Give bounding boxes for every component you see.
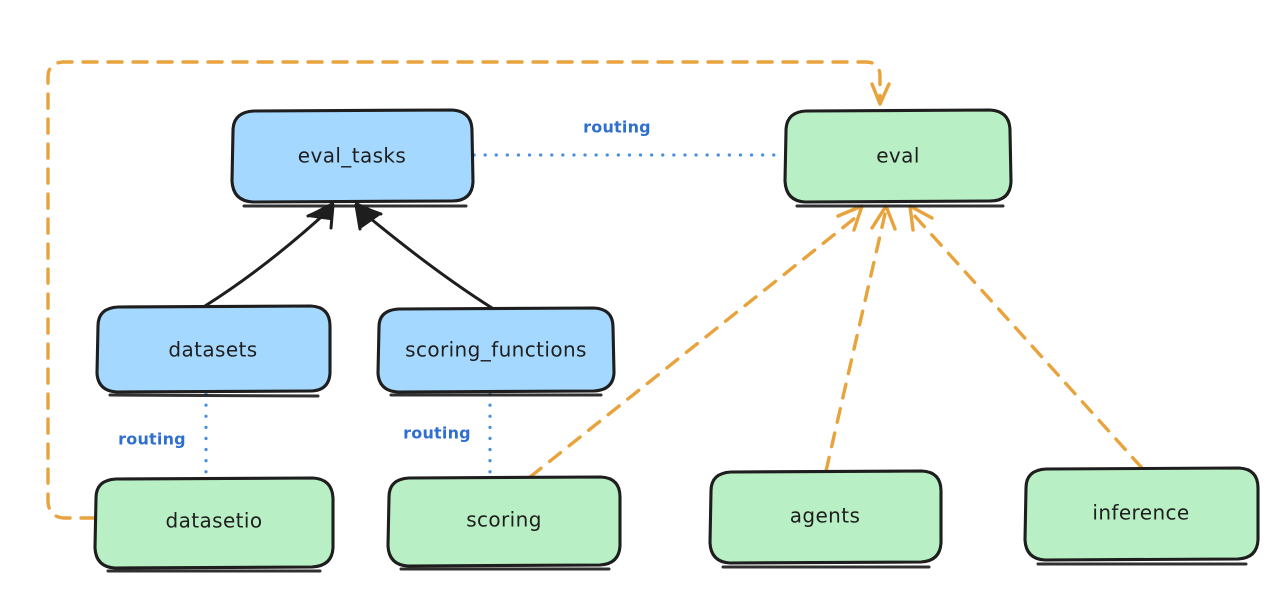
routing-label-scoring-functions-scoring: routing [403, 424, 471, 443]
edge-path-datasets-eval_tasks [203, 207, 332, 308]
edge-scoring_functions-to-eval_tasks [354, 202, 494, 310]
edge-datasets-to-eval_tasks [203, 202, 335, 308]
arrowhead-scoring-eval [836, 204, 864, 232]
node-datasetio-box [93, 476, 335, 570]
node-inference[interactable]: inference [1023, 466, 1260, 566]
edge-label-routing-datasetio: routing [118, 430, 186, 449]
node-agents-box [708, 469, 943, 565]
edge-path-agents-eval [824, 212, 887, 473]
edge-path-scoring_functions-eval_tasks [357, 207, 494, 310]
node-datasetio[interactable]: datasetio [93, 476, 335, 573]
node-scoring-label: scoring [466, 508, 542, 532]
edge-inference-to-eval [908, 204, 1144, 470]
node-eval-box [783, 108, 1013, 204]
node-eval-tasks[interactable]: eval_tasks [230, 108, 475, 208]
node-agents[interactable]: agents [708, 469, 943, 569]
routing-label-datasets-datasetio: routing [118, 430, 186, 449]
node-datasets-underline [108, 393, 320, 398]
edge-label-routing-scoring: routing [403, 424, 471, 443]
node-datasetio-label: datasetio [165, 509, 262, 533]
node-scoring[interactable]: scoring [386, 475, 622, 571]
node-eval-tasks-label: eval_tasks [298, 144, 406, 168]
node-scoring-functions-box [376, 306, 616, 394]
node-eval-label: eval [876, 144, 920, 168]
edge-label-routing-eval: routing [583, 118, 651, 137]
edge-path-inference-eval [911, 212, 1144, 470]
arrowhead-datasetio-eval [870, 82, 891, 106]
edge-path-scoring-eval [528, 212, 862, 479]
edge-agents-to-eval [824, 204, 897, 473]
node-scoring-functions[interactable]: scoring_functions [376, 306, 616, 397]
routing-label-eval-tasks-eval: routing [583, 118, 651, 137]
node-datasets-label: datasets [168, 338, 257, 362]
node-scoring-box [386, 475, 622, 568]
edge-datasetio-to-eval [46, 60, 891, 520]
arrowhead-datasets-eval_tasks-barb2 [329, 203, 335, 230]
node-eval[interactable]: eval [783, 108, 1013, 208]
node-datasets[interactable]: datasets [95, 304, 332, 398]
arrowhead-inference-eval [908, 204, 934, 232]
node-datasets-box [95, 304, 332, 394]
node-eval-tasks-box [230, 108, 475, 204]
node-inference-label: inference [1092, 501, 1189, 525]
node-inference-box [1023, 466, 1260, 562]
node-agents-label: agents [790, 504, 861, 528]
node-scoring-functions-label: scoring_functions [405, 338, 587, 362]
arrowhead-scoring_functions-eval_tasks-barb2 [354, 203, 362, 231]
